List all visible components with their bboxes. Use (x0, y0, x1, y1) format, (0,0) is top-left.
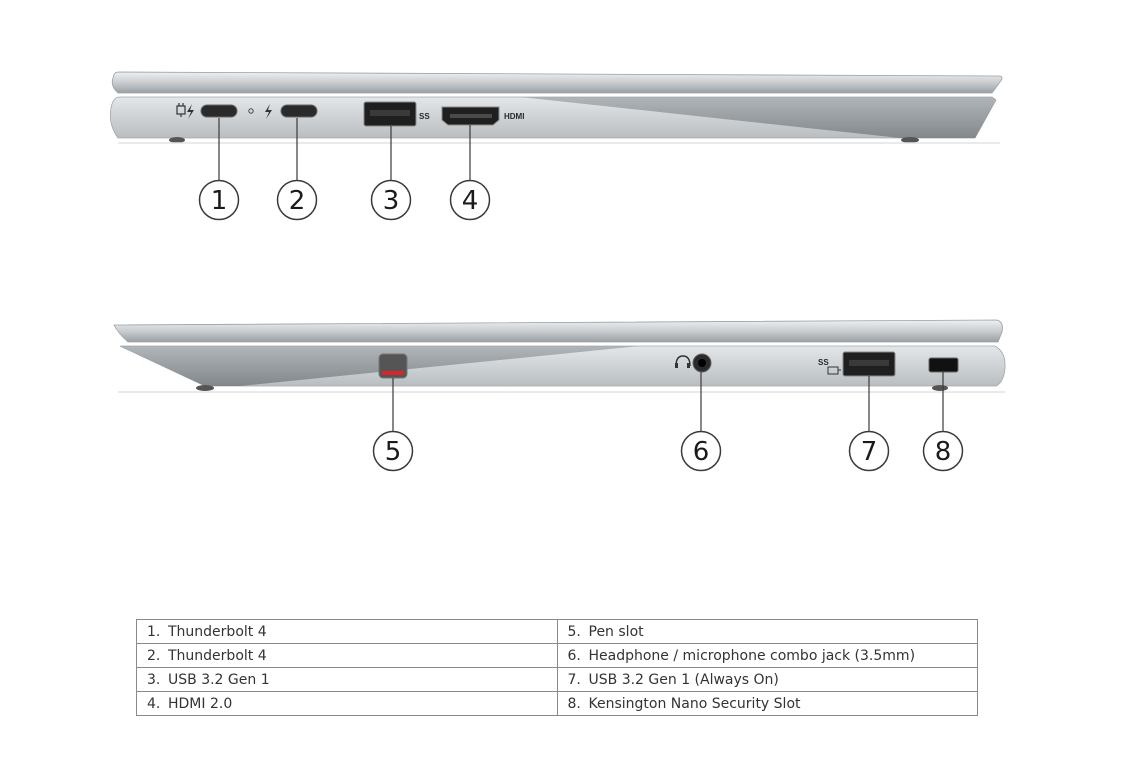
port-legend-table: 1. Thunderbolt 4 5. Pen slot 2. Thunderbolt… (136, 619, 978, 716)
kensington-slot-8 (928, 357, 959, 373)
legend-cell-2: 2. Thunderbolt 4 (136, 643, 558, 668)
headphone-icon (675, 355, 691, 368)
callout-1: 1 (198, 179, 240, 221)
usb-a-port-7 (842, 351, 896, 377)
callout-7: 7 (848, 430, 890, 472)
always-on-icon (827, 366, 841, 375)
callout-5: 5 (372, 430, 414, 472)
legend-number: 1. (147, 623, 161, 640)
svg-text:7: 7 (861, 437, 878, 467)
legend-number: 2. (147, 647, 161, 664)
legend-label: HDMI 2.0 (168, 695, 233, 712)
power-plug-icon (176, 103, 186, 117)
status-led (248, 108, 254, 114)
legend-number: 4. (147, 695, 161, 712)
legend-number: 3. (147, 671, 161, 688)
left-side-view: SS HDMI 1 2 3 4 (109, 71, 1003, 221)
legend-label: USB 3.2 Gen 1 (168, 671, 270, 688)
callout-6: 6 (680, 430, 722, 472)
legend-label: Thunderbolt 4 (168, 623, 267, 640)
legend-label: Kensington Nano Security Slot (588, 695, 801, 712)
audio-jack-6 (692, 353, 712, 373)
laptop-ports-diagram: SS HDMI 1 2 3 4 (109, 71, 1006, 472)
legend-cell-3: 3. USB 3.2 Gen 1 (136, 667, 558, 692)
table-row: 2. Thunderbolt 4 6. Headphone / microphone… (136, 643, 978, 668)
svg-text:3: 3 (383, 186, 400, 216)
legend-number: 6. (567, 647, 581, 664)
legend-cell-8: 8. Kensington Nano Security Slot (556, 691, 978, 716)
thunderbolt-icon (265, 104, 272, 119)
callout-4: 4 (449, 179, 491, 221)
legend-cell-7: 7. USB 3.2 Gen 1 (Always On) (556, 667, 978, 692)
legend-label: Thunderbolt 4 (168, 647, 267, 664)
legend-number: 8. (567, 695, 581, 712)
svg-text:6: 6 (693, 437, 710, 467)
pen-slot-5 (378, 353, 408, 379)
usb-ss-marking: SS (818, 358, 829, 367)
legend-cell-5: 5. Pen slot (556, 619, 978, 644)
legend-label: USB 3.2 Gen 1 (Always On) (588, 671, 779, 688)
svg-text:1: 1 (211, 186, 228, 216)
callout-8: 8 (922, 430, 964, 472)
callout-2: 2 (276, 179, 318, 221)
legend-label: Headphone / microphone combo jack (3.5mm… (588, 647, 916, 664)
legend-number: 5. (567, 623, 581, 640)
usb-ss-marking: SS (419, 112, 430, 121)
thunderbolt-icon (187, 104, 194, 119)
callout-3: 3 (370, 179, 412, 221)
hdmi-marking: HDMI (504, 112, 524, 121)
legend-cell-1: 1. Thunderbolt 4 (136, 619, 558, 644)
legend-number: 7. (567, 671, 581, 688)
svg-text:8: 8 (935, 437, 952, 467)
table-row: 3. USB 3.2 Gen 1 7. USB 3.2 Gen 1 (Always … (136, 667, 978, 692)
usb-c-port-2 (280, 104, 318, 118)
legend-cell-4: 4. HDMI 2.0 (136, 691, 558, 716)
table-row: 1. Thunderbolt 4 5. Pen slot (136, 619, 978, 644)
table-row: 4. HDMI 2.0 8. Kensington Nano Security Sl… (136, 691, 978, 716)
svg-text:4: 4 (462, 186, 479, 216)
legend-cell-6: 6. Headphone / microphone combo jack (3.5… (556, 643, 978, 668)
legend-label: Pen slot (588, 623, 644, 640)
usb-c-port-1 (200, 104, 238, 118)
right-side-view: SS 5 6 7 8 (113, 319, 1006, 472)
svg-text:5: 5 (385, 437, 402, 467)
svg-text:2: 2 (289, 186, 306, 216)
